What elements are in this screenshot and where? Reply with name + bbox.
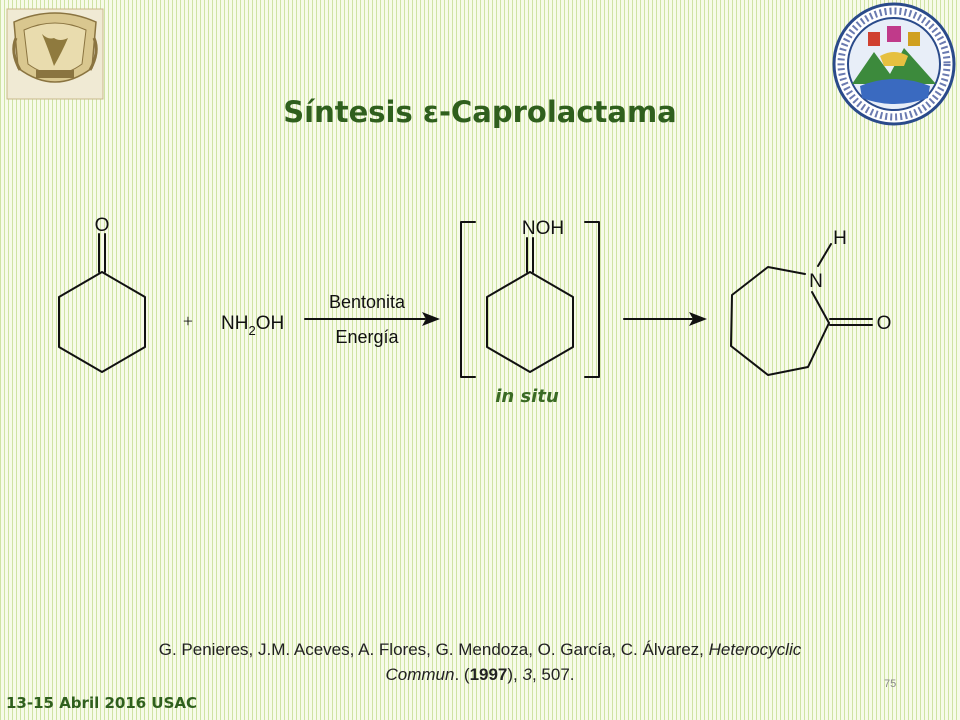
citation-pages: , 507. — [531, 665, 575, 684]
product-nitrogen-label: N — [809, 271, 823, 292]
bracket-left — [460, 221, 476, 378]
citation-journal: Heterocyclic Commun — [385, 640, 802, 684]
arrow-bottom-label: Energía — [335, 327, 399, 347]
page-number: 75 — [884, 678, 897, 690]
product-hydrogen-label: H — [833, 228, 847, 249]
reaction-scheme: O + NH2OH Bentonita Energía NOH in situ … — [58, 215, 892, 407]
cyclohexanone-oxime-ring — [486, 271, 574, 373]
plus-sign: + — [183, 311, 193, 331]
oxime-group-label: NOH — [522, 218, 564, 239]
n-h-bond — [817, 243, 832, 267]
citation-volume: 3 — [522, 665, 532, 684]
in-situ-label: in situ — [495, 386, 559, 407]
unam-crest-icon — [6, 8, 104, 100]
page-title: Síntesis ε-Caprolactama — [283, 95, 677, 129]
citation-year: 1997 — [469, 665, 508, 684]
usac-seal-icon — [832, 2, 956, 126]
footer-date: 13-15 Abril 2016 USAC — [6, 694, 198, 712]
caprolactam-ring — [730, 266, 830, 376]
citation: G. Penieres, J.M. Aceves, A. Flores, G. … — [158, 640, 802, 684]
product-oxygen-label: O — [877, 313, 892, 334]
cyclohexanone-ring — [58, 271, 146, 373]
arrow-top-label: Bentonita — [329, 292, 406, 312]
citation-authors: G. Penieres, J.M. Aceves, A. Flores, G. … — [158, 640, 704, 659]
hydroxylamine-label: NH2OH — [221, 313, 284, 338]
reactant-oxygen-label: O — [95, 215, 110, 236]
bracket-right — [584, 221, 600, 378]
